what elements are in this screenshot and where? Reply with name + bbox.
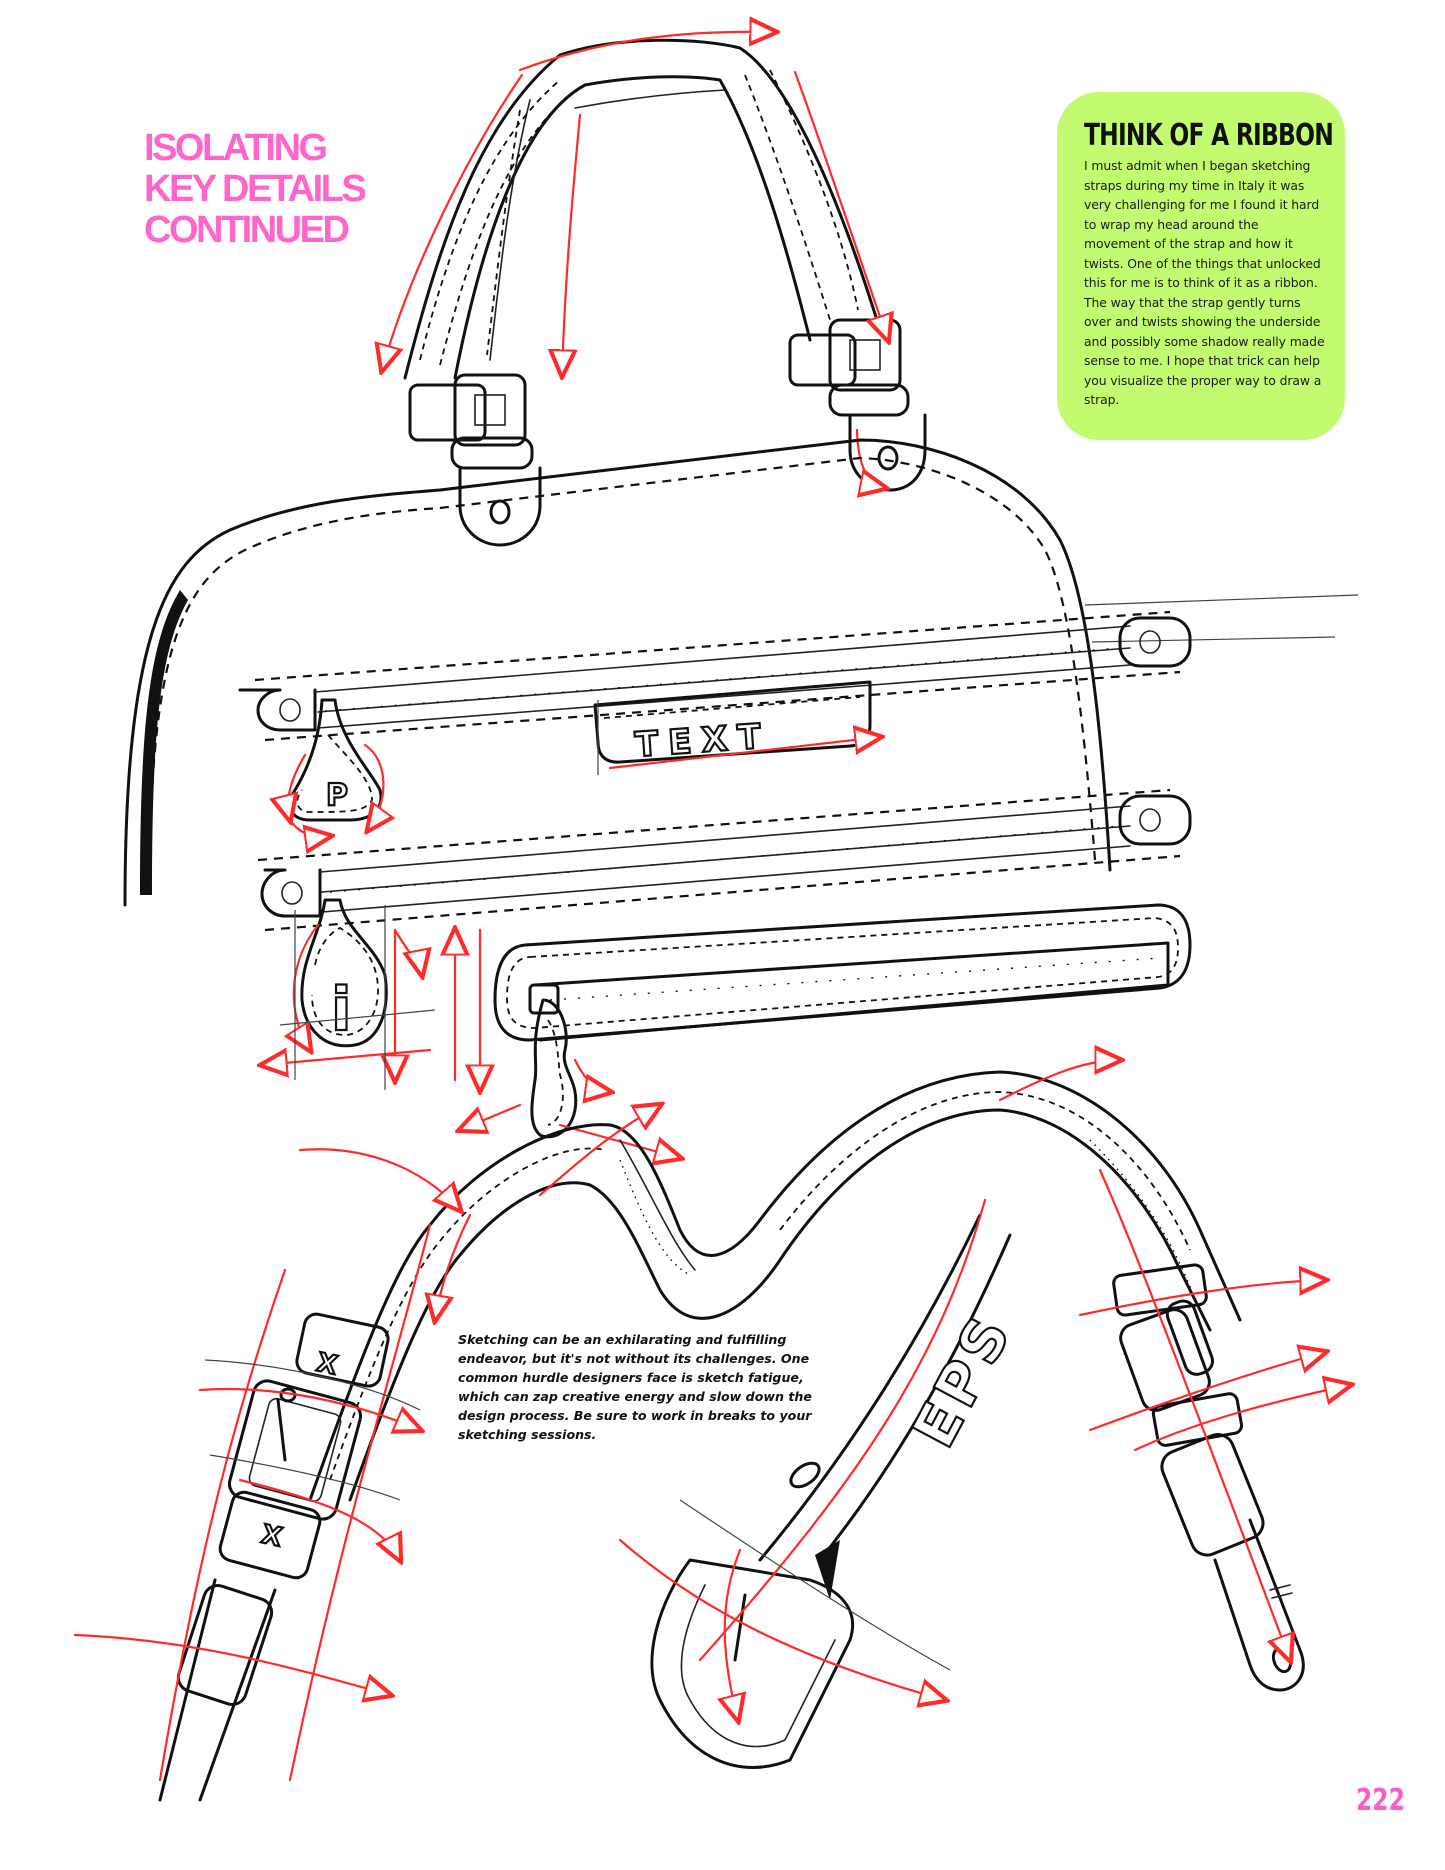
zip-pull-i-letter: i <box>331 975 352 1045</box>
zip-pull-p-arrows <box>288 743 383 837</box>
strap-right-guides <box>998 1060 1350 1660</box>
zip-pull-i: i <box>300 898 388 1048</box>
callout-body: I must admit when I began sketching stra… <box>1084 158 1325 407</box>
sketch-fatigue-note: Sketching can be an exhilarating and ful… <box>458 1332 812 1442</box>
page-title: Isolating Key Details Continued <box>144 128 444 251</box>
bag-handle <box>403 38 882 380</box>
handle-guide-arrows <box>382 32 888 488</box>
keeper-mark-lower: X <box>259 1520 285 1554</box>
zip-pull-p-letter: P <box>326 778 348 813</box>
bag-body <box>123 438 1359 907</box>
text-label-patch: TEXT <box>593 680 880 775</box>
zipper-pocket <box>493 903 1192 1042</box>
page-number: 222 <box>1356 1783 1405 1818</box>
page-title-line: Key Details <box>144 168 367 210</box>
think-of-a-ribbon-callout: THINK OF A RIBBON I must admit when I be… <box>1057 92 1345 440</box>
strap-middle-guides <box>618 1198 987 1720</box>
page-title-line: Continued <box>144 209 350 251</box>
handle-hardware-left <box>408 373 542 547</box>
zip-pull-p: P <box>288 698 383 822</box>
page-title-line: Isolating <box>144 127 328 169</box>
shoulder-strap <box>308 1070 1242 1502</box>
strap-logo-text: EPS <box>899 1301 1026 1458</box>
zip-pull-i-arrows <box>262 905 455 1090</box>
zipper-top <box>238 610 1192 742</box>
strap-left-guides <box>73 1105 660 1782</box>
callout-heading: THINK OF A RIBBON <box>1084 118 1334 153</box>
zipper-middle <box>257 788 1192 932</box>
pocket-zip-pull <box>460 928 680 1158</box>
